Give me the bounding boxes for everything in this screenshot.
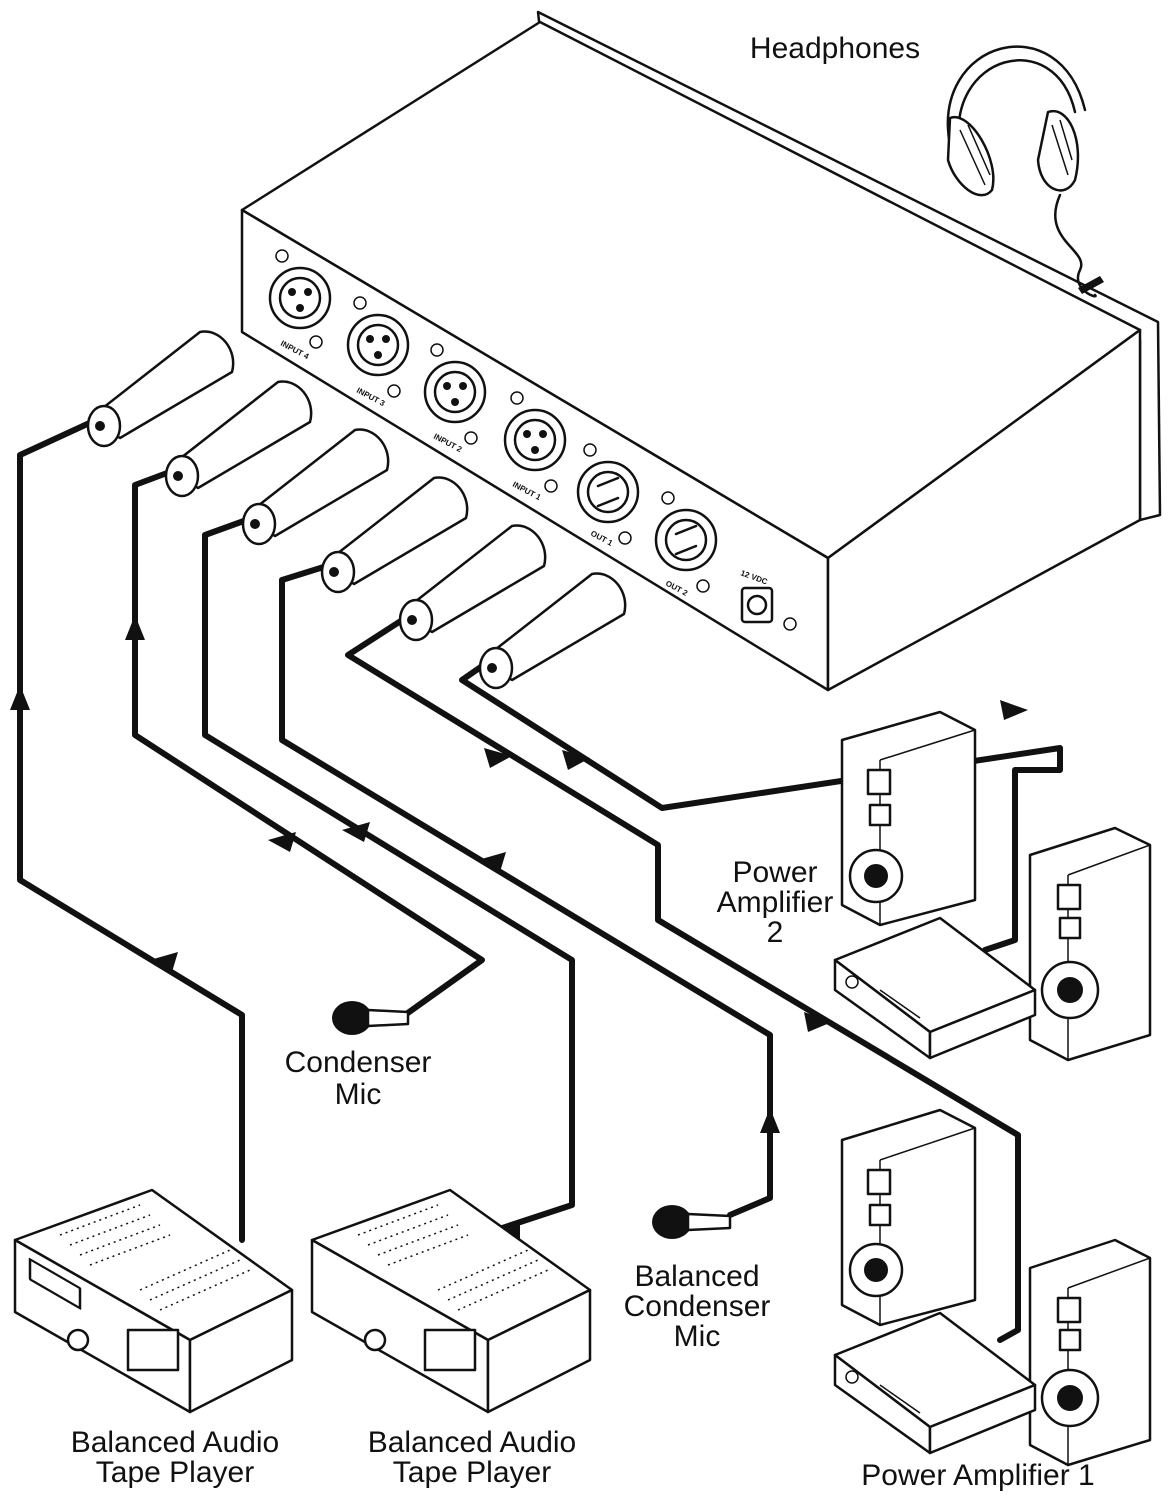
label-tape-player-1-line2: Tape Player [96,1456,254,1489]
label-power-amp-2-line1: Power [732,856,817,889]
speaker-icon [1028,826,1152,1062]
plug-3 [241,428,390,546]
arrow-icon [760,1108,780,1133]
cables [17,193,1097,1343]
tape-player-2 [310,1188,592,1414]
power-amplifier-2 [833,710,1152,1062]
connector-input-1: INPUT 1 [503,391,567,502]
label-power-amp-2-line2: Amplifier [717,886,834,919]
speaker-icon [840,1108,977,1327]
microphone-icon [332,1001,410,1035]
label-balanced-mic-line3: Mic [674,1320,721,1353]
arrow-icon [478,852,506,872]
label-balanced-mic-line2: Condenser [624,1290,771,1323]
arrow-icon [268,832,296,852]
label-tape-player-2-line2: Tape Player [393,1456,551,1489]
label-headphones: Headphones [750,32,920,65]
arrow-icon [562,750,590,770]
arrow-icon [342,822,370,842]
label-condenser-mic-line2: Mic [335,1078,382,1111]
plug-2 [164,380,313,498]
condenser-mic [332,1001,410,1035]
connector-input-3: INPUT 3 [346,296,410,408]
connector-input-2: INPUT 2 [423,343,487,454]
arrow-icon [10,685,30,710]
plug-4 [320,476,469,594]
headphones-icon [946,45,1104,294]
arrow-icon [804,1012,832,1032]
power-amplifier-1 [833,1108,1152,1467]
arrow-icon [150,952,178,972]
speaker-icon [1028,1238,1152,1467]
speaker-icon [840,710,977,927]
microphone-icon [652,1205,732,1239]
balanced-condenser-mic [652,1205,732,1239]
arrow-icon [125,615,145,640]
connector-out-1: OUT 1 [576,443,640,548]
label-power-amp-1: Power Amplifier 1 [861,1459,1094,1492]
label-balanced-mic-line1: Balanced [634,1260,759,1293]
plug-5 [398,524,547,642]
label-condenser-mic-line1: Condenser [285,1046,432,1079]
plug-1 [86,330,235,448]
plug-6 [478,572,627,690]
label-tape-player-2-line1: Balanced Audio [368,1426,577,1459]
arrow-icon [484,748,512,768]
arrow-icon [1000,700,1028,720]
arrows [10,615,1028,1240]
label-power-amp-2-line3: 2 [767,916,784,949]
tape-player-1 [13,1188,294,1414]
label-tape-player-1-line1: Balanced Audio [71,1426,280,1459]
